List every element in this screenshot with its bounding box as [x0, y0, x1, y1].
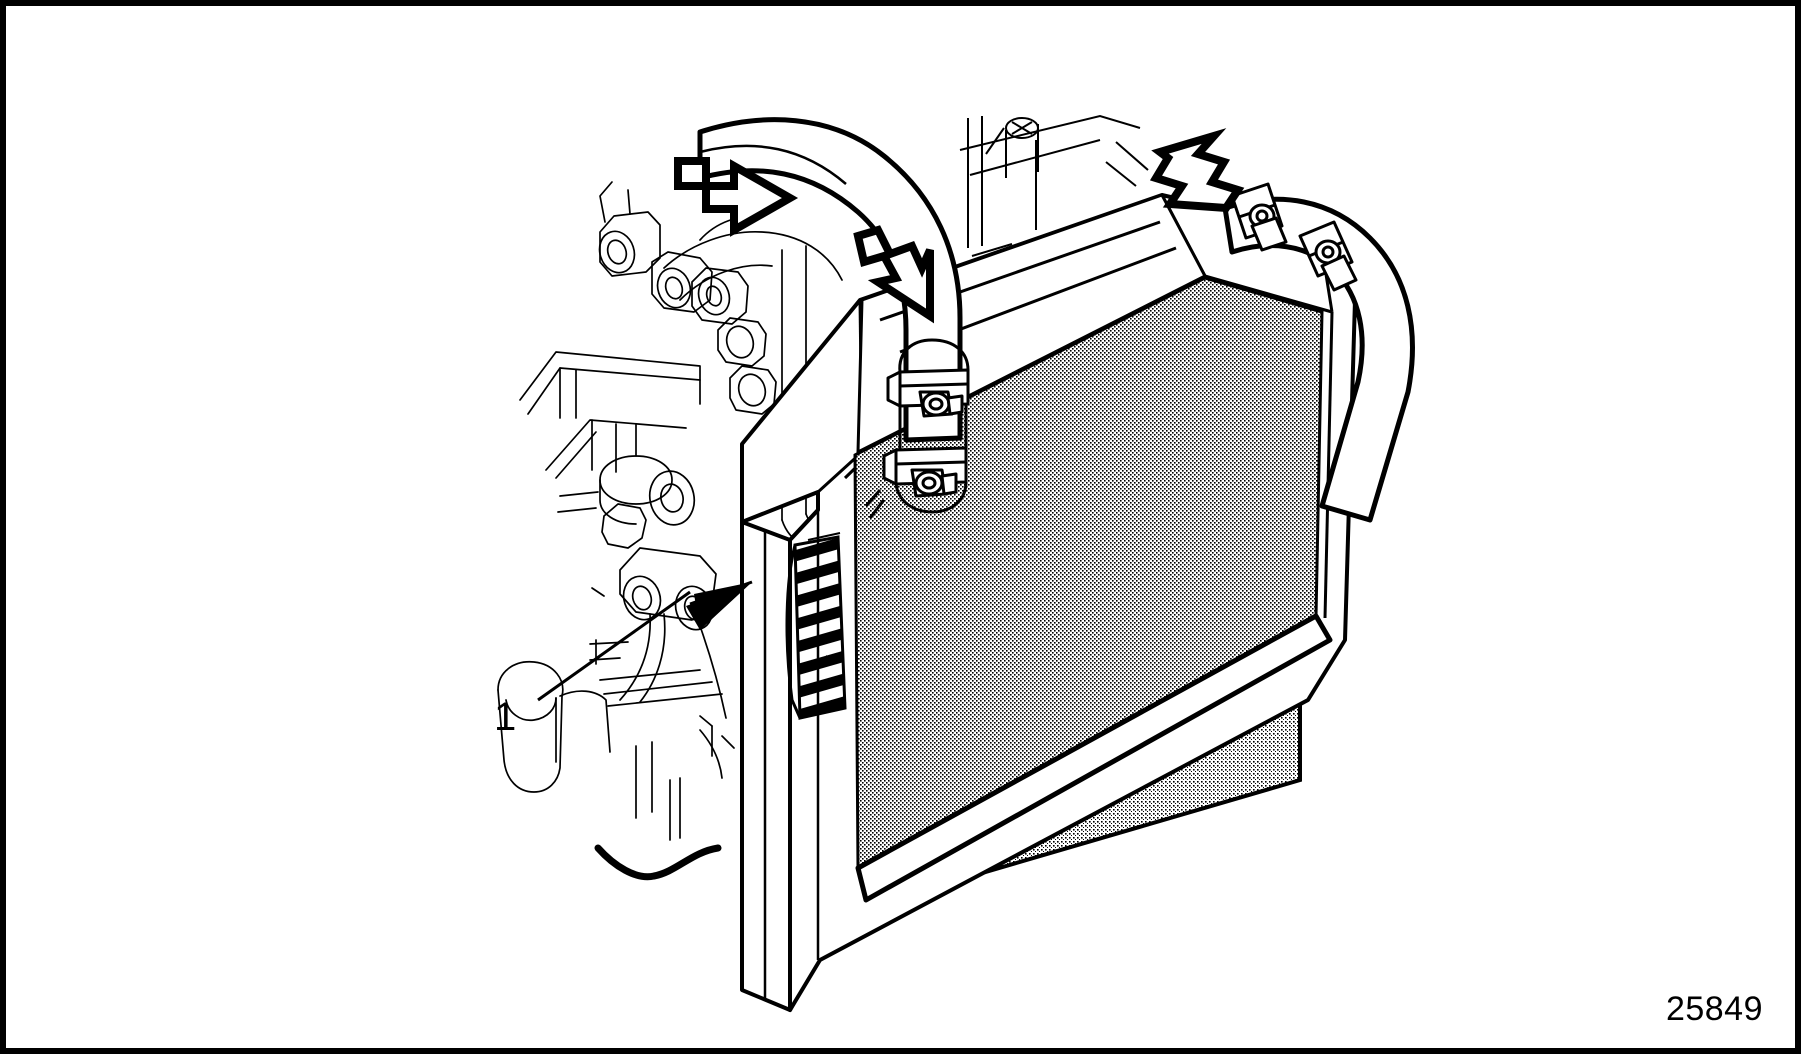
upper-hose: [697, 117, 963, 443]
hose-clamp-upper: [886, 368, 970, 418]
hose-clamp-lower: [864, 446, 968, 519]
arrow-left-upper: [674, 157, 799, 237]
radiator-left-rail-edges: [763, 510, 820, 1010]
right-hose-clamp-lower: [1298, 220, 1358, 292]
radiator-core: [853, 276, 1324, 871]
callout-1-arrow-tail: [689, 580, 753, 606]
upper-hose-neck: [894, 338, 970, 514]
callout-1-leader: [537, 590, 691, 702]
right-hose-clamp-upper: [1230, 182, 1288, 252]
arrow-left-lower: [853, 225, 934, 324]
figure-number: 25849: [1665, 990, 1763, 1028]
engine-block: [497, 181, 843, 841]
callout-label-1: 1: [494, 695, 517, 739]
engine-upper-plate: [959, 114, 1149, 257]
radiator-core-bottom-edge: [855, 613, 1333, 903]
engine-lower-hose-stub: [594, 844, 722, 881]
callout-1-arrowhead: [686, 582, 752, 630]
upper-hose-inner-lines: [699, 144, 847, 185]
arrow-right-upper: [1149, 128, 1245, 213]
